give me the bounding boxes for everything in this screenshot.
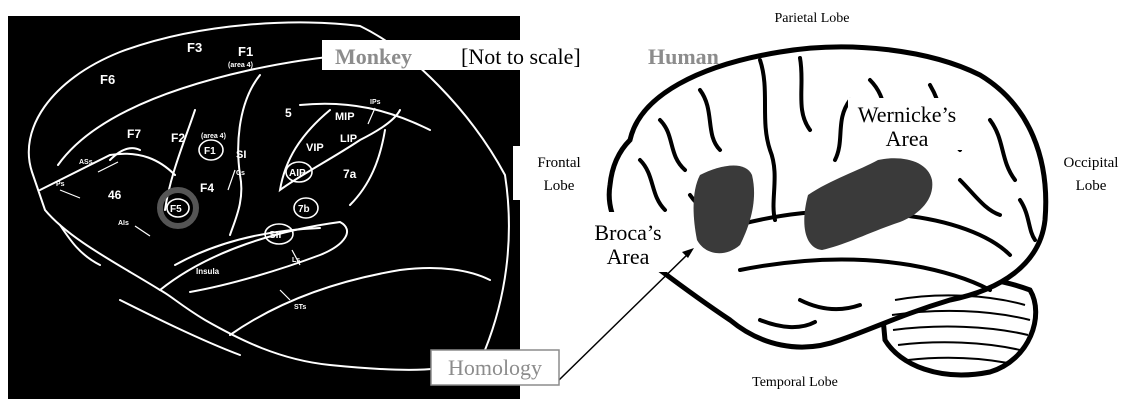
label-broca-line1: Broca’s [594, 220, 661, 245]
label-ais: AIs [118, 220, 129, 227]
label-wernicke-line2: Area [886, 126, 929, 151]
label-parietal-lobe: Parietal Lobe [774, 11, 849, 26]
label-vip: VIP [306, 142, 324, 154]
label-ps: Ps [56, 181, 65, 188]
header-monkey: Monkey [335, 44, 412, 69]
label-f2: F2 [171, 131, 185, 145]
label-ls: Ls [292, 257, 300, 264]
label-f7: F7 [127, 127, 141, 141]
label-f1-sub: (area 4) [228, 62, 253, 69]
label-5: 5 [285, 106, 292, 120]
label-frontal-line1: Frontal [537, 155, 580, 171]
label-7b: 7b [298, 204, 310, 215]
label-f1-circle: F1 [204, 146, 216, 157]
label-si: SI [236, 149, 246, 161]
label-f6: F6 [100, 72, 115, 87]
label-wernicke-line1: Wernicke’s [858, 102, 956, 127]
homology-label: Homology [448, 355, 542, 380]
label-46: 46 [108, 188, 122, 202]
label-mip: MIP [335, 111, 355, 123]
label-f1: F1 [238, 44, 253, 59]
monkey-panel-background [8, 16, 520, 399]
label-ips: IPs [370, 99, 381, 106]
label-broca-line2: Area [607, 244, 650, 269]
label-temporal-lobe: Temporal Lobe [752, 375, 838, 390]
label-f3: F3 [187, 40, 202, 55]
label-sts: STs [294, 304, 306, 311]
label-cs: Cs [236, 170, 245, 177]
label-7a: 7a [343, 167, 357, 181]
label-frontal-line2: Lobe [544, 178, 575, 194]
label-sii: SII [269, 230, 281, 241]
label-ass: ASs [79, 159, 93, 166]
label-lip: LIP [340, 133, 357, 145]
label-f4: F4 [200, 181, 214, 195]
label-f5: F5 [170, 204, 182, 215]
label-occipital-line1: Occipital [1064, 155, 1119, 171]
label-area4: (area 4) [201, 133, 226, 140]
header-scale-note: [Not to scale] [461, 44, 581, 69]
label-occipital-line2: Lobe [1076, 178, 1107, 194]
label-aip: AIP [289, 168, 306, 179]
label-insula: Insula [196, 267, 220, 276]
monkey-panel: F3 F1 (area 4) F6 F7 F2 (area 4) F1 SI C… [8, 16, 520, 399]
header-human: Human [648, 44, 719, 69]
